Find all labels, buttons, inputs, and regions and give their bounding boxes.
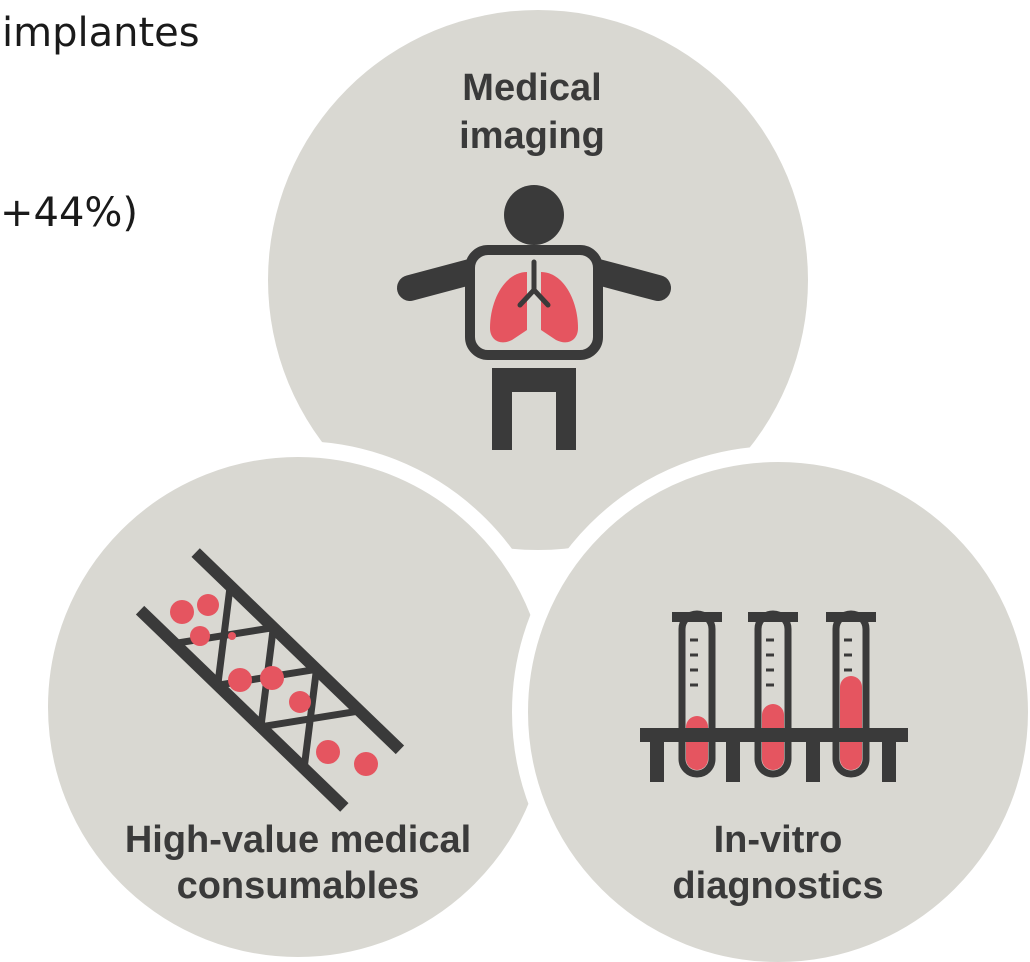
label-medical-imaging-line-1: Medical	[462, 67, 601, 109]
label-consumables-line-2: consumables	[177, 865, 420, 907]
side-text-percent: +44%)	[0, 190, 139, 236]
stent-with-blood-cells-icon	[135, 548, 405, 812]
human-lungs-scan-icon	[397, 185, 671, 450]
label-diagnostics-line-1: In-vitro	[714, 819, 843, 861]
test-tubes-rack-icon	[640, 610, 908, 782]
label-diagnostics-line-2: diagnostics	[672, 865, 883, 907]
label-medical-imaging-line-2: imaging	[459, 115, 605, 157]
side-text-implantes: implantes	[2, 10, 200, 56]
label-consumables-line-1: High-value medical	[125, 819, 471, 861]
